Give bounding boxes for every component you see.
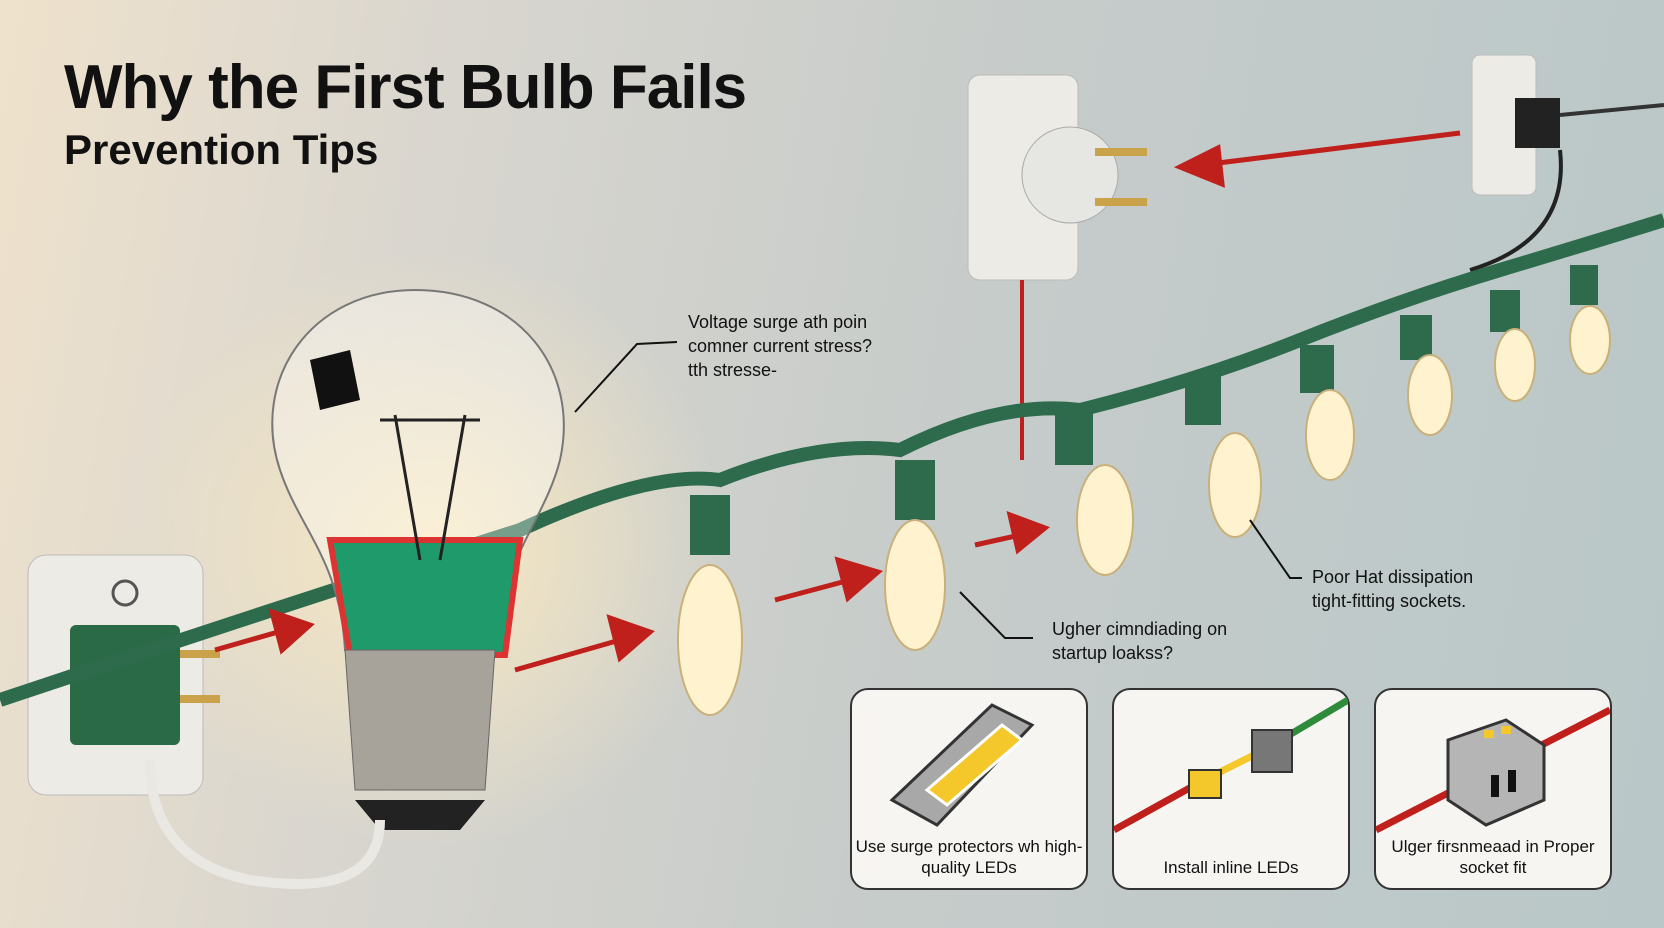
tip-label: Ulger firsnmeaad in Proper socket fit bbox=[1391, 837, 1595, 877]
callout-line: tight-fitting sockets. bbox=[1312, 591, 1467, 611]
inline-connector-icon bbox=[1114, 696, 1348, 834]
surge-protector-icon bbox=[889, 703, 1035, 827]
callout-line: Ugher cimndiading on bbox=[1052, 619, 1228, 639]
callout-line: Voltage surge ath poin bbox=[688, 312, 868, 332]
tip-card-socket-fit: Ulger firsnmeaad in Proper socket fit bbox=[1374, 688, 1612, 890]
callout-voltage-surge: Voltage surge ath poin comner current st… bbox=[688, 310, 872, 382]
callout-line: Poor Hat dissipation bbox=[1312, 567, 1474, 587]
tip-card-surge-protector: Use surge protectors wh high-quality LED… bbox=[850, 688, 1088, 890]
callout-heat-dissipation: Poor Hat dissipation tight-fitting socke… bbox=[1312, 565, 1473, 613]
callout-line: comner current stress? bbox=[688, 336, 873, 356]
wall-outlet-right bbox=[1469, 54, 1664, 272]
broken-bulb bbox=[145, 288, 565, 889]
tip-card-inline-led: Install inline LEDs bbox=[1112, 688, 1350, 890]
callout-startup-load: Ugher cimndiading on startup loakss? bbox=[1052, 617, 1227, 665]
callout-line: startup loakss? bbox=[1052, 643, 1174, 663]
callout-leaders bbox=[574, 341, 1302, 639]
callout-line: tth stresse- bbox=[688, 360, 778, 380]
wall-outlet-left bbox=[27, 554, 220, 796]
tip-label: Use surge protectors wh high-quality LED… bbox=[855, 837, 1083, 877]
page-title: Why the First Bulb Fails bbox=[64, 53, 747, 122]
light-string-wire bbox=[0, 213, 1664, 707]
string-bulbs bbox=[677, 265, 1611, 716]
wall-outlet-top bbox=[967, 74, 1147, 460]
current-flow-arrows bbox=[214, 130, 1461, 673]
socket-block-icon bbox=[1376, 706, 1610, 834]
page-subtitle: Prevention Tips bbox=[64, 126, 379, 173]
tip-label: Install inline LEDs bbox=[1163, 858, 1299, 877]
